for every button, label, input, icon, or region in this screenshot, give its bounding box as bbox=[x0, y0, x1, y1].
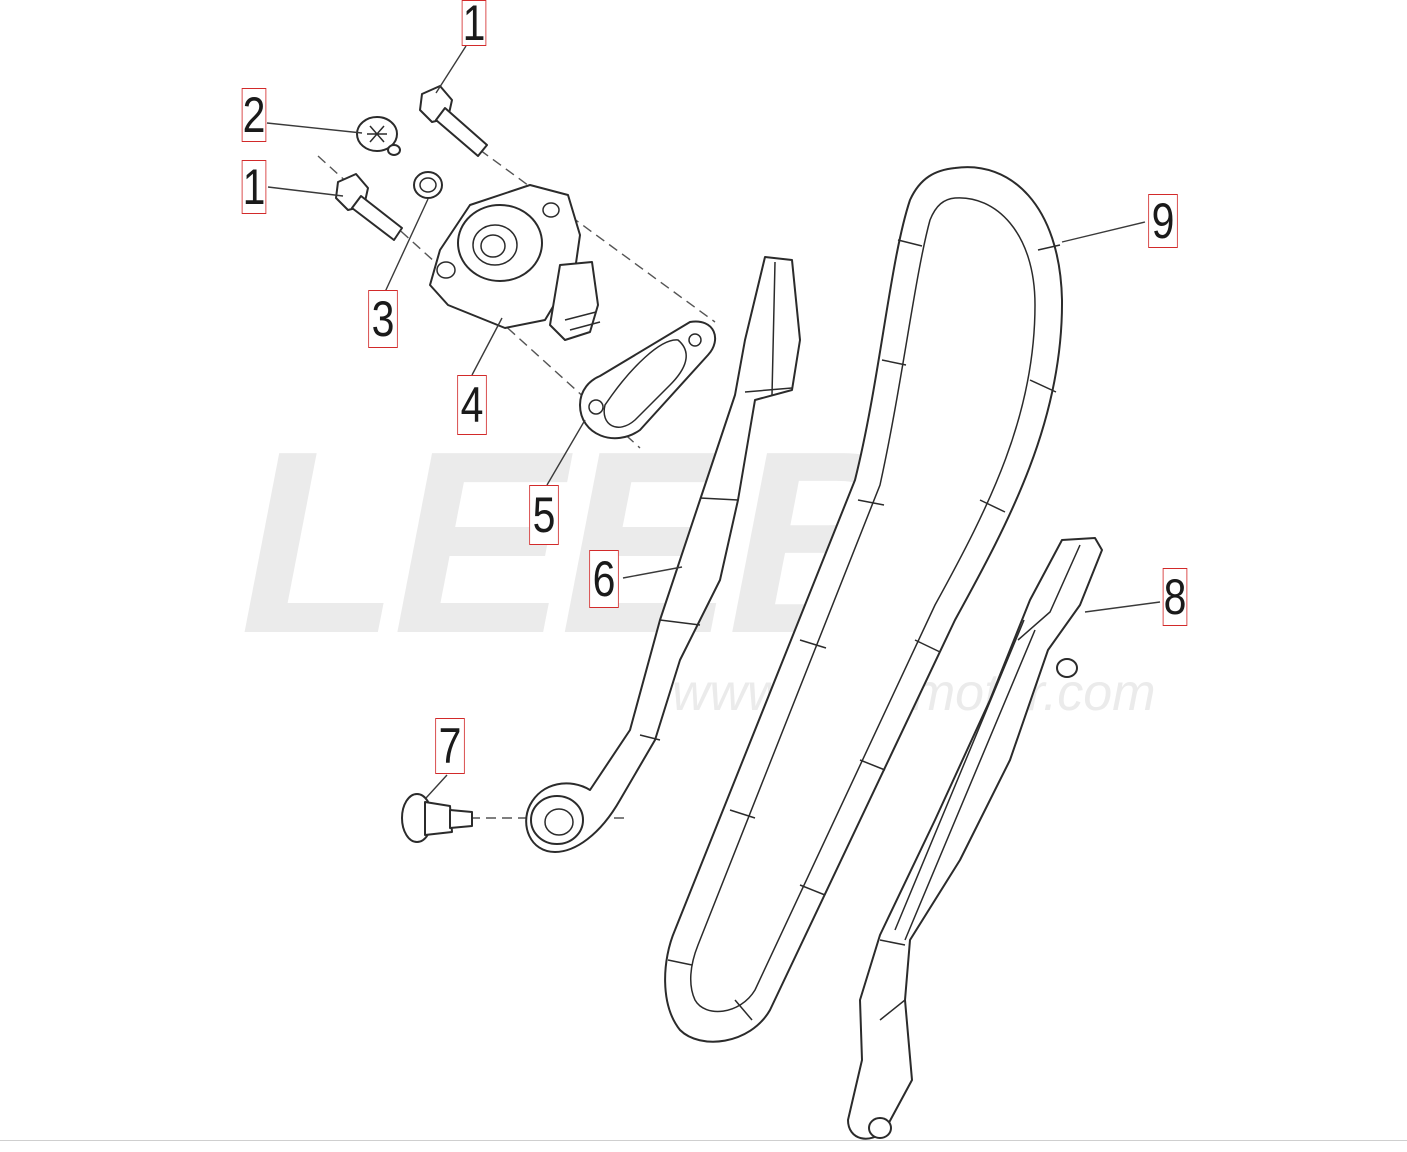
timing-chain bbox=[664, 166, 1064, 1043]
callout-8: 8 bbox=[1162, 568, 1188, 626]
bolt-upper bbox=[419, 85, 488, 157]
callout-5: 5 bbox=[529, 485, 559, 545]
callout-leaders bbox=[266, 45, 1161, 799]
bolt-lower bbox=[335, 173, 403, 241]
callout-4: 4 bbox=[457, 375, 487, 435]
callout-1-lower: 1 bbox=[241, 159, 267, 215]
bottom-divider bbox=[0, 1140, 1407, 1141]
cap-bolt bbox=[356, 116, 401, 156]
callout-3: 3 bbox=[368, 290, 398, 348]
pivot-bolt bbox=[401, 793, 473, 843]
callout-1-upper: 1 bbox=[461, 0, 487, 51]
callout-9: 9 bbox=[1148, 194, 1178, 248]
chain-guide-fixed bbox=[847, 537, 1103, 1140]
callout-6: 6 bbox=[589, 550, 619, 608]
tensioner-body bbox=[429, 184, 601, 341]
callout-2: 2 bbox=[241, 87, 267, 143]
gasket bbox=[579, 320, 717, 440]
chain-guide-tensioner bbox=[525, 256, 801, 853]
o-ring bbox=[413, 171, 443, 199]
callout-7: 7 bbox=[435, 718, 465, 774]
